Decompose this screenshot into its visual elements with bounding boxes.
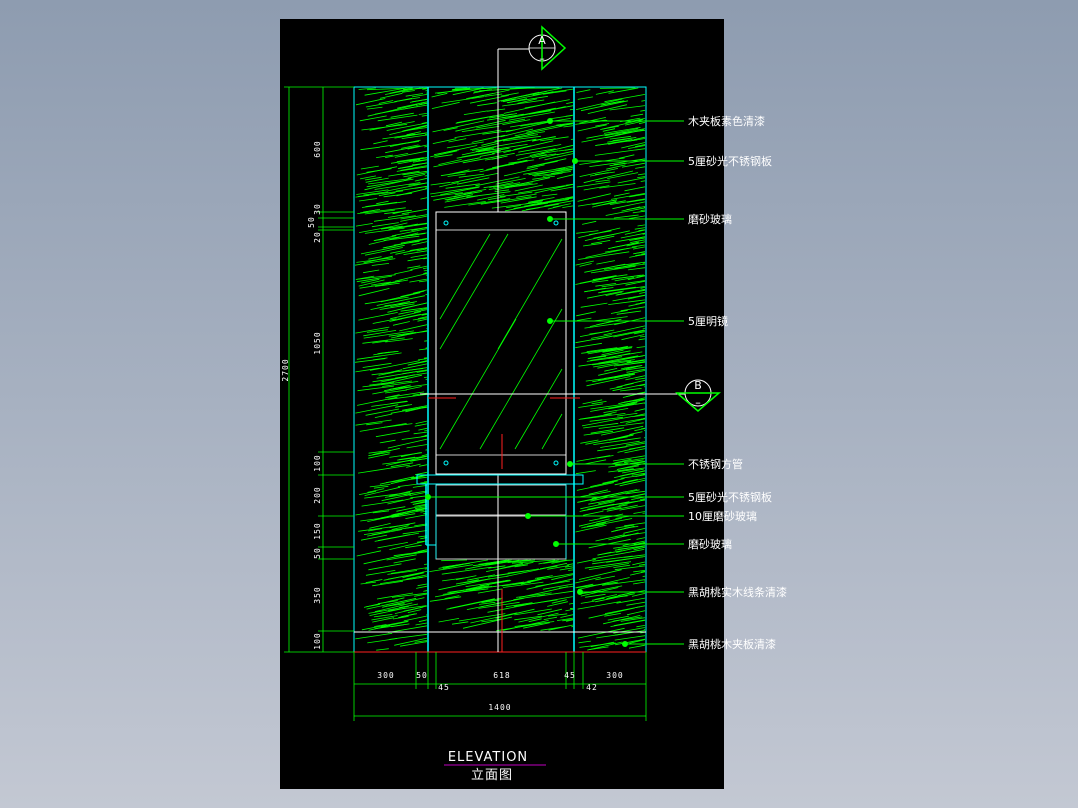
dimension-label: 100	[313, 632, 322, 649]
drawing-sheet: A – B – 木夹板素色清漆 5厘砂光不锈钢板 磨砂玻璃 5厘明镜 不锈钢方管…	[280, 19, 787, 789]
callout-label: 磨砂玻璃	[688, 537, 732, 551]
callout-label: 黑胡桃木夹板清漆	[688, 637, 776, 651]
dimension-label: 1050	[313, 331, 322, 354]
dimension-overall-height: 2700	[281, 358, 290, 381]
dimension-label: 300	[377, 671, 394, 680]
counter-shelf	[416, 474, 584, 560]
vertical-dimension-lines	[284, 86, 354, 653]
callout-label: 不锈钢方管	[688, 457, 743, 471]
dimension-label: 20	[313, 231, 322, 243]
dimension-label: 50	[416, 671, 428, 680]
vertical-dimension-labels: 2700 600 30 50 20 1050 100 200 150 50 35…	[281, 140, 322, 649]
section-marker-b-dash: –	[695, 396, 701, 409]
dimension-label: 45	[438, 683, 450, 692]
callout-label: 10厘磨砂玻璃	[688, 509, 757, 523]
dimension-label: 100	[313, 454, 322, 471]
section-marker-a: A –	[528, 25, 567, 71]
drawing-title-block: ELEVATION 立面图	[444, 750, 546, 783]
horizontal-dimension-lines	[353, 652, 647, 721]
elevation-drawing: A – B – 木夹板素色清漆 5厘砂光不锈钢板 磨砂玻璃 5厘明镜 不锈钢方管…	[281, 25, 787, 783]
callout-label: 5厘砂光不锈钢板	[688, 490, 772, 504]
dimension-label: 350	[313, 586, 322, 603]
callout-label: 黑胡桃实木线条清漆	[688, 585, 787, 599]
section-marker-b-label: B	[694, 379, 702, 392]
section-marker-a-label: A	[538, 34, 546, 47]
callout-label: 5厘砂光不锈钢板	[688, 154, 772, 168]
drawing-subtitle: 立面图	[471, 768, 513, 783]
mirror-frame	[420, 211, 710, 652]
dimension-label: 42	[586, 683, 598, 692]
dimension-overall-width: 1400	[488, 703, 511, 712]
dimension-label: 150	[313, 522, 322, 539]
callout-leaders	[425, 118, 684, 647]
dimension-label: 30	[313, 203, 322, 215]
dimension-label: 45	[564, 671, 576, 680]
callout-label: 磨砂玻璃	[688, 212, 732, 226]
dimension-label: 200	[313, 486, 322, 503]
wood-grain-hatch	[354, 87, 646, 651]
dimension-label: 50	[307, 216, 316, 228]
callout-label: 木夹板素色清漆	[688, 114, 765, 128]
section-marker-b: B –	[674, 379, 722, 412]
callout-labels: 木夹板素色清漆 5厘砂光不锈钢板 磨砂玻璃 5厘明镜 不锈钢方管 5厘砂光不锈钢…	[688, 114, 787, 651]
callout-label: 5厘明镜	[688, 314, 728, 328]
dimension-label: 618	[493, 671, 510, 680]
dimension-label: 50	[313, 547, 322, 559]
drawing-title: ELEVATION	[448, 750, 528, 765]
dimension-label: 300	[606, 671, 623, 680]
section-marker-a-dash: –	[539, 52, 545, 65]
horizontal-dimension-labels: 300 50 45 618 45 42 300 1400	[377, 671, 623, 712]
dimension-label: 600	[313, 140, 322, 157]
